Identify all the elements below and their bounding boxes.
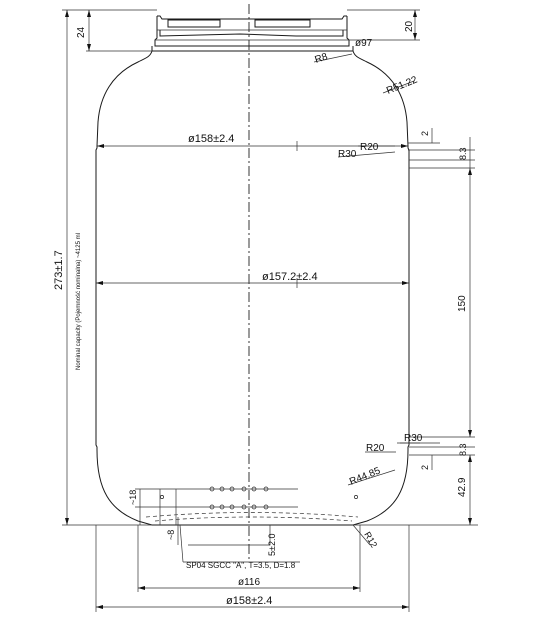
base-dim-5-label: 5±2.0	[267, 534, 277, 556]
base-embossing	[160, 486, 358, 510]
upper-r20-label: R20	[360, 142, 379, 153]
upper-r30-label: R30	[338, 149, 357, 160]
lower-r30-label: R30	[404, 433, 423, 444]
total-height-label: 273±1.7	[53, 250, 65, 290]
body-diameter-label: ø157.2±2.4	[262, 271, 318, 283]
lower-r20-label: R20	[366, 443, 385, 454]
neck-height-label: 24	[76, 26, 87, 38]
dimension-labels: 273±1.7 24 20 Nominal capacity (Pojemnoś…	[53, 20, 468, 607]
shoulder-diameter-label: ø158±2.4	[188, 133, 234, 145]
upper-step-label: 2	[420, 131, 430, 136]
diameter-lines	[96, 141, 409, 288]
heel-height-label: 42.9	[457, 477, 468, 497]
base-radius-label: R12	[362, 530, 379, 549]
arrowheads	[65, 10, 472, 609]
base-dim-18-label: ~18	[128, 490, 138, 505]
dimension-lines	[62, 9, 478, 612]
neck-radius-label: R8	[314, 51, 330, 66]
jar-outline	[95, 15, 410, 526]
base-diameter-label: ø116	[238, 577, 260, 588]
overall-diameter-label: ø158±2.4	[226, 595, 272, 607]
heel-radius-label: R44.85	[348, 465, 382, 487]
lower-offset-label: 8.3	[458, 443, 468, 456]
spec-note: SP04 SGCC "A", T=3.5, D=1.8	[186, 561, 296, 570]
shoulder-radius-label: R51.22	[385, 74, 419, 96]
lower-step-label: 2	[420, 465, 430, 470]
mouth-diameter-label: ø97	[355, 38, 373, 49]
body-height-label: 150	[457, 295, 468, 312]
capacity-note: Nominal capacity (Pojemność nominalna) ~…	[76, 233, 82, 370]
finish-height-label: 20	[404, 20, 415, 32]
base-dim-8-label: ~8	[166, 530, 176, 540]
upper-offset-label: 8.3	[458, 147, 468, 160]
